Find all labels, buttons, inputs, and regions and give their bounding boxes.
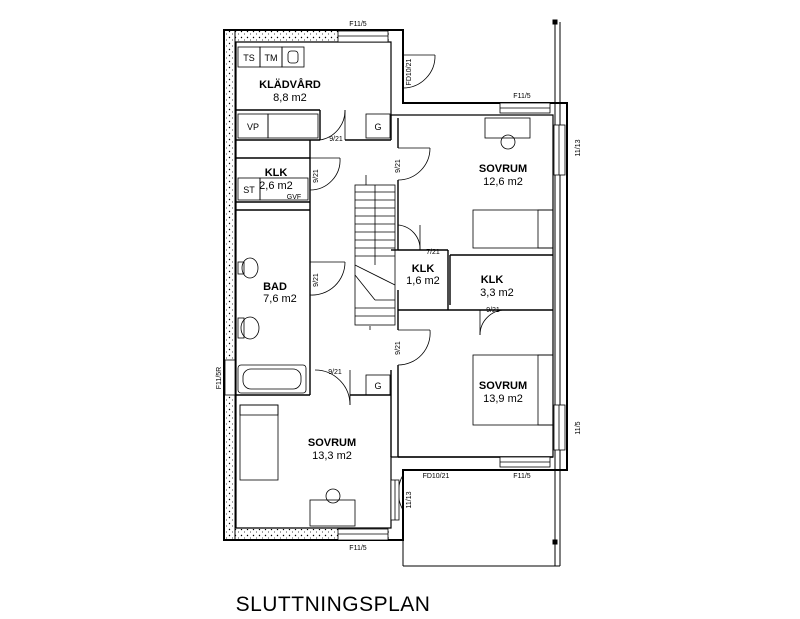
door-label-sovrum-bottom: 9/21 — [328, 369, 342, 376]
room-name-sovrum-mid-right: SOVRUM — [479, 380, 527, 392]
room-area-klk-left: 2,6 m2 — [259, 180, 293, 192]
fixture-g1-label: G — [374, 122, 381, 132]
doors — [309, 54, 506, 511]
room-name-klk-right: KLK — [481, 274, 504, 286]
door-label-klk-left: 9/21 — [313, 169, 320, 183]
staircase — [354, 175, 396, 330]
door-label-hall-top: 9/21 — [395, 159, 402, 173]
fixture-labels: TS TM VP G G ST GVF — [243, 53, 381, 391]
room-name-kladvard: KLÄDVÅRD — [259, 78, 321, 91]
room-area-klk-mid: 1,6 m2 — [406, 275, 440, 287]
room-labels: KLÄDVÅRD 8,8 m2 KLK 2,6 m2 BAD 7,6 m2 SO… — [259, 78, 527, 462]
fixture-st-label: ST — [243, 185, 255, 195]
room-area-sovrum-mid-right: 13,9 m2 — [483, 393, 523, 405]
door-label-klk-mid: 7/21 — [426, 249, 440, 256]
room-name-bad: BAD — [263, 281, 287, 293]
windows — [224, 30, 566, 541]
window-label-top-right: F11/5 — [513, 93, 530, 100]
room-area-sovrum-top-right: 12,6 m2 — [483, 176, 523, 188]
door-label-fd-top: FD10/21 — [406, 58, 413, 85]
window-labels: F11/5 F11/5 11/13 11/5 F11/5 F11/5 F11/5… — [216, 21, 582, 552]
window-label-right-lower: 11/5 — [575, 421, 582, 434]
door-label-fd-bottom: FD10/21 — [423, 473, 450, 480]
insulated-wall — [225, 31, 390, 539]
window-label-right-upper: 11/13 — [575, 139, 582, 156]
fixture-tm-label: TM — [265, 53, 278, 63]
fixture-vp-label: VP — [247, 122, 259, 132]
room-area-klk-right: 3,3 m2 — [480, 287, 514, 299]
door-label-bad: 9/21 — [313, 273, 320, 287]
window-label-bottom: F11/5 — [349, 545, 366, 552]
door-label-klk-right: 9/21 — [486, 307, 500, 314]
fixture-gvf-label: GVF — [287, 194, 301, 201]
door-labels: 9/21 9/21 9/21 9/21 7/21 9/21 9/21 9/21 — [313, 136, 500, 376]
room-name-klk-mid: KLK — [412, 263, 435, 275]
room-name-sovrum-top-right: SOVRUM — [479, 163, 527, 175]
room-area-sovrum-bottom: 13,3 m2 — [312, 450, 352, 462]
window-label-bottom-side: 11/13 — [406, 491, 413, 508]
room-name-klk-left: KLK — [265, 167, 288, 179]
window-label-left: F11/5R — [216, 367, 223, 389]
fixture-ts-label: TS — [243, 53, 255, 63]
door-label-kladvard: 9/21 — [329, 136, 343, 143]
room-area-bad: 7,6 m2 — [263, 293, 297, 305]
room-area-kladvard: 8,8 m2 — [273, 92, 307, 104]
window-label-top: F11/5 — [349, 21, 366, 28]
window-label-bottom-right: F11/5 — [513, 473, 530, 480]
fixtures — [237, 46, 554, 527]
door-label-sovrum-mid: 9/21 — [395, 341, 402, 355]
room-name-sovrum-bottom: SOVRUM — [308, 437, 356, 449]
plan-title: SLUTTNINGSPLAN — [235, 593, 431, 616]
fixture-g2-label: G — [374, 381, 381, 391]
interior-walls — [236, 109, 553, 458]
terrace — [402, 19, 561, 567]
